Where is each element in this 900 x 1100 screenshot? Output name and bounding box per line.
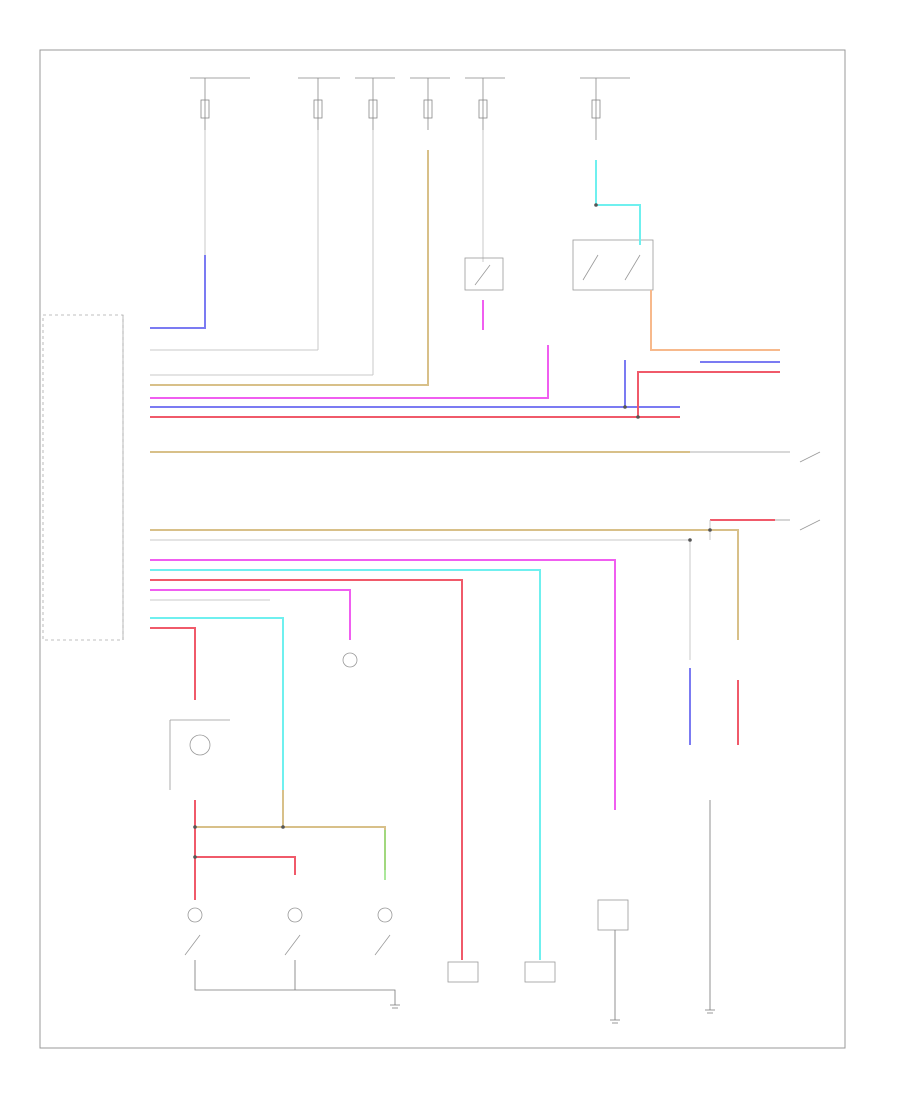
fuse-feeds	[190, 77, 630, 140]
right-switches	[690, 451, 821, 531]
diagram-frame	[39, 49, 846, 1049]
ground-wires	[194, 800, 715, 1024]
gray-wires-top	[150, 130, 484, 376]
blue-wires	[150, 255, 780, 745]
tan-wires	[150, 150, 739, 870]
fuse-symbols	[200, 99, 601, 119]
junction-dots	[193, 203, 712, 859]
relay-box-left	[464, 257, 504, 291]
control-module-box	[42, 314, 124, 641]
relay-box-right	[572, 239, 654, 291]
red-wires	[150, 371, 780, 960]
orange-wires	[650, 290, 780, 351]
bottom-components	[169, 652, 629, 983]
pink-wires	[150, 300, 616, 810]
cyan-wires	[150, 160, 641, 960]
